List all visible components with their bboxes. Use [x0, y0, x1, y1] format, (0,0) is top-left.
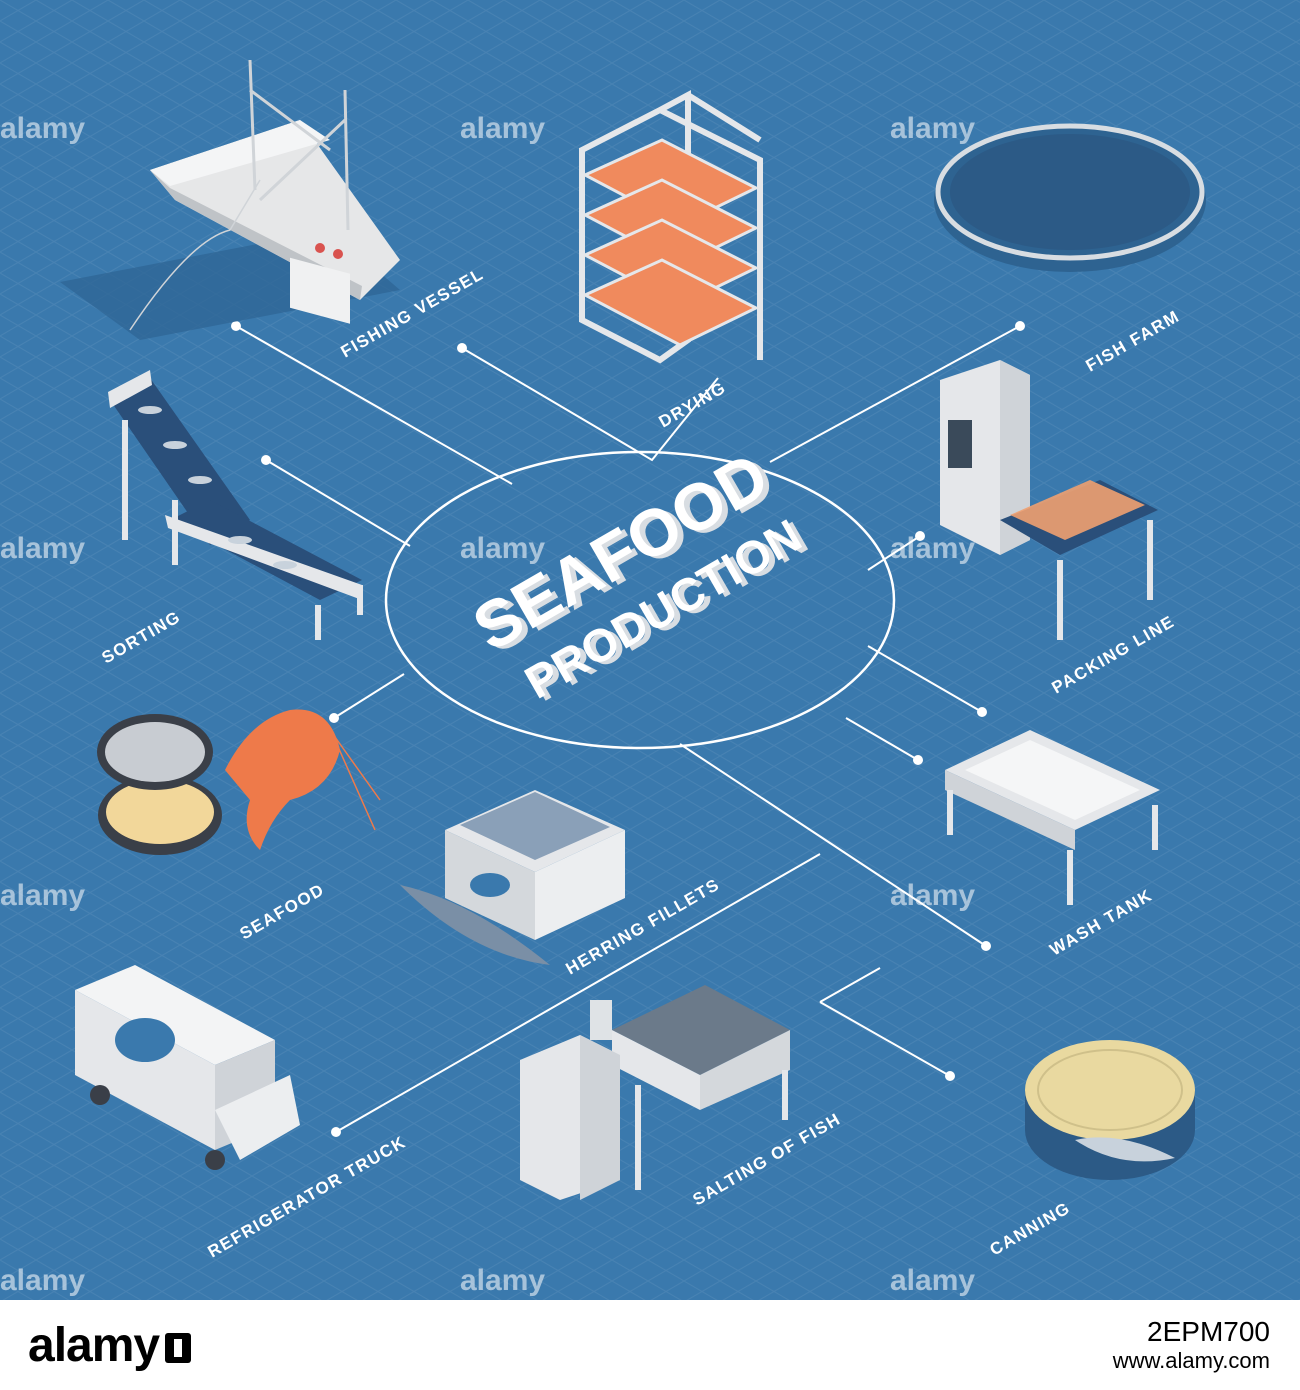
dot — [1015, 321, 1025, 331]
seafood-illustration — [97, 709, 381, 855]
dot — [977, 707, 987, 717]
watermark: alamy — [890, 879, 975, 912]
watermark: alamy — [460, 112, 545, 145]
dot — [331, 1127, 341, 1137]
site-url: www.alamy.com — [1112, 1348, 1270, 1373]
connector-salting — [819, 967, 881, 1003]
connector-fish-farm — [769, 325, 1021, 463]
background-grid: alamy alamy alamy alamy alamy alamy alam… — [0, 0, 1300, 1300]
watermark: alamy — [460, 532, 545, 565]
connector-refrigerator-truck — [335, 853, 821, 1133]
connectors — [235, 325, 1021, 1133]
herring-fillets-illustration — [400, 790, 625, 965]
connector-canning — [819, 1001, 951, 1077]
dot — [329, 713, 339, 723]
dot — [981, 941, 991, 951]
dot — [915, 531, 925, 541]
refrigerator-truck-illustration — [75, 965, 300, 1170]
connector-dots — [231, 321, 1025, 1137]
watermark: alamy — [890, 112, 975, 145]
connector-wash-tank — [845, 717, 919, 761]
drying-rack-illustration — [579, 89, 763, 364]
connector-sorting — [265, 459, 411, 547]
dot — [457, 343, 467, 353]
canning-illustration — [1025, 1040, 1195, 1180]
flowchart-canvas: alamy alamy alamy alamy alamy alamy alam… — [0, 0, 1300, 1300]
watermark: alamy — [890, 1264, 975, 1297]
watermark: alamy — [0, 532, 85, 565]
center-ellipse — [384, 450, 896, 750]
fish-farm-illustration — [934, 123, 1206, 272]
watermark: alamy — [0, 1264, 85, 1297]
connector-packing-line — [867, 535, 921, 571]
image-info: 2EPM700 www.alamy.com — [1113, 1316, 1270, 1374]
sorting-conveyor-illustration — [108, 370, 363, 640]
alamy-logo: alamy — [28, 1318, 192, 1373]
connector-wash-tank-2 — [679, 743, 987, 947]
footer-bar: alamy 2EPM700 www.alamy.com — [0, 1300, 1300, 1390]
salting-of-fish-illustration — [520, 985, 790, 1200]
packing-line-illustration — [940, 360, 1158, 640]
connector-fishing-vessel — [235, 325, 513, 485]
dot — [231, 321, 241, 331]
dot — [913, 755, 923, 765]
connector-drying — [461, 347, 719, 462]
watermark: alamy — [0, 879, 85, 912]
image-id: 2EPM700 — [1147, 1316, 1270, 1347]
watermark: alamy — [460, 1264, 545, 1297]
dot — [261, 455, 271, 465]
watermark: alamy — [0, 112, 85, 145]
dot — [945, 1071, 955, 1081]
connector-seafood — [333, 673, 405, 719]
fishing-vessel-illustration — [60, 59, 400, 340]
connector-packing-line-2 — [867, 645, 983, 713]
logo-text: alamy — [28, 1319, 160, 1372]
wash-tank-illustration — [945, 730, 1160, 905]
watermark: alamy — [890, 532, 975, 565]
logo-badge-icon — [165, 1333, 192, 1364]
